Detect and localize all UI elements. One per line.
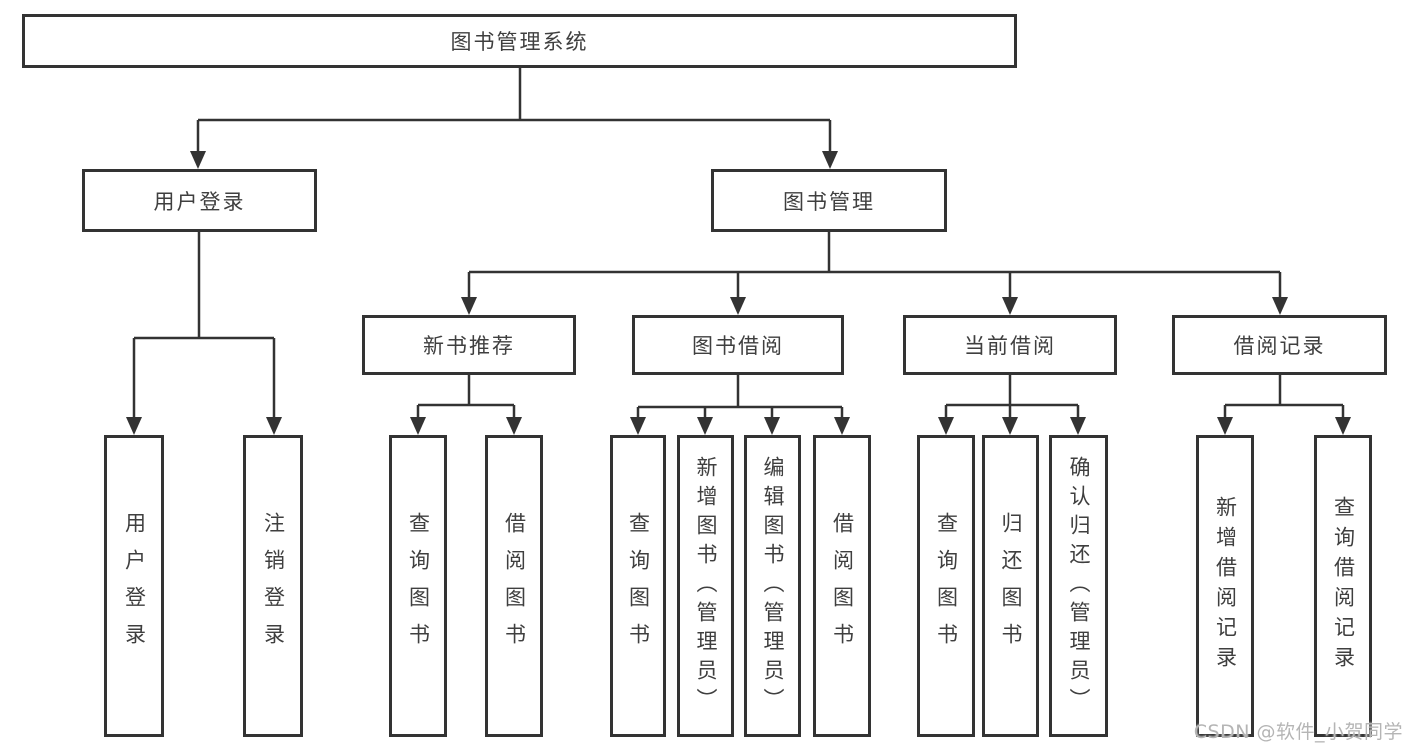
connector-borrow-to-leaves [636,375,844,418]
leaf-current-return-books: 归还图书 [982,435,1039,737]
node-book-borrow: 图书借阅 [632,315,844,375]
leaf-records-add-record-label: 新增借阅记录 [1213,496,1238,676]
connector-userlogin-to-leaves [132,232,276,418]
arrowhead-icon [1272,297,1288,315]
leaf-current-query-books: 查询图书 [917,435,975,737]
node-current-borrow: 当前借阅 [903,315,1117,375]
leaf-user-login: 用户登录 [104,435,164,737]
arrowhead-icon [506,417,522,435]
arrowhead-icon [730,297,746,315]
leaf-recommend-query-books: 查询图书 [389,435,447,737]
leaf-current-confirm-return-admin-label: 确认归还（管理员） [1067,455,1091,717]
arrowhead-icon [938,417,954,435]
arrowhead-icon [266,417,282,435]
leaf-current-confirm-return-admin: 确认归还（管理员） [1049,435,1108,737]
arrowhead-icon [190,151,206,169]
leaf-borrow-edit-books-admin-label: 编辑图书（管理员） [761,455,785,717]
arrowhead-icon [764,417,780,435]
leaf-current-return-books-label: 归还图书 [999,512,1023,660]
node-book-management: 图书管理 [711,169,947,232]
leaf-logout-label: 注销登录 [261,512,286,660]
connector-bookmgmt-to-level2 [467,232,1282,298]
leaf-borrow-query-books: 查询图书 [610,435,666,737]
leaf-recommend-query-books-label: 查询图书 [406,512,431,660]
arrowhead-icon [834,417,850,435]
leaf-borrow-add-books-admin: 新增图书（管理员） [677,435,734,737]
leaf-recommend-borrow-books-label: 借阅图书 [502,512,527,660]
leaf-records-query-record: 查询借阅记录 [1314,435,1372,737]
node-new-book-recommend: 新书推荐 [362,315,576,375]
arrowhead-icon [126,417,142,435]
connector-current-to-leaves [944,375,1080,418]
leaf-borrow-query-books-label: 查询图书 [626,512,651,660]
arrowhead-icon [822,151,838,169]
csdn-watermark: CSDN @软件_小贺同学 [1193,721,1403,743]
leaf-user-login-label: 用户登录 [122,512,147,660]
arrowhead-icon [630,417,646,435]
arrowhead-icon [1217,417,1233,435]
leaf-current-query-books-label: 查询图书 [934,512,959,660]
node-user-login: 用户登录 [82,169,317,232]
leaf-borrow-borrow-books: 借阅图书 [813,435,871,737]
leaf-logout: 注销登录 [243,435,303,737]
leaf-recommend-borrow-books: 借阅图书 [485,435,543,737]
leaf-borrow-edit-books-admin: 编辑图书（管理员） [744,435,801,737]
arrowhead-icon [461,297,477,315]
node-root-system: 图书管理系统 [22,14,1017,68]
leaf-borrow-add-books-admin-label: 新增图书（管理员） [694,455,718,717]
leaf-records-query-record-label: 查询借阅记录 [1331,496,1356,676]
arrowhead-icon [697,417,713,435]
arrowhead-icon [1335,417,1351,435]
connector-recommend-to-leaves [416,375,516,418]
node-borrow-records: 借阅记录 [1172,315,1387,375]
arrowhead-icon [1002,417,1018,435]
connector-records-to-leaves [1223,375,1345,418]
arrowhead-icon [1002,297,1018,315]
connector-root-to-level1 [196,68,832,152]
leaf-records-add-record: 新增借阅记录 [1196,435,1254,737]
leaf-borrow-borrow-books-label: 借阅图书 [830,512,855,660]
arrowhead-icon [1070,417,1086,435]
arrowhead-icon [410,417,426,435]
